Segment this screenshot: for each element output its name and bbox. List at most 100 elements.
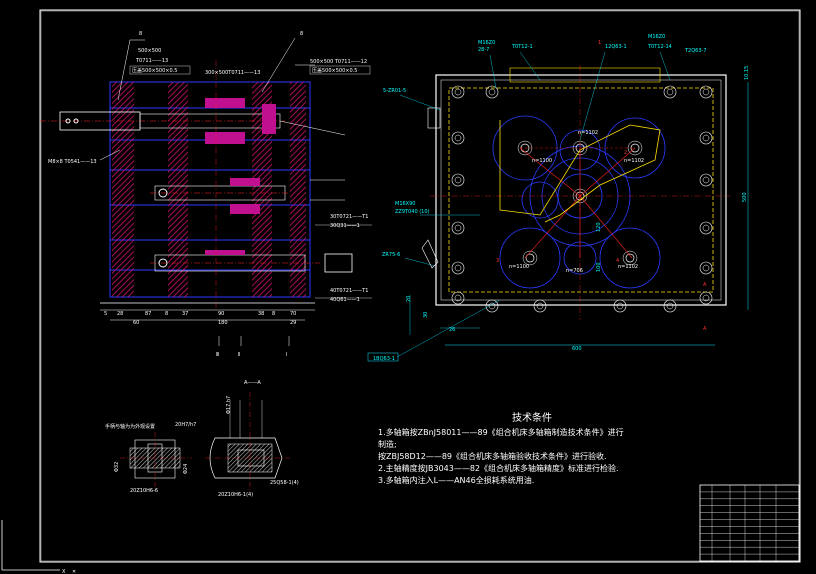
bolt-hole-outer [485,85,499,99]
bolt-holes [451,85,713,313]
spindle-speed-label: n=1102 [618,264,638,270]
gear-top-1 [205,98,245,108]
lever-outline [499,120,661,223]
bolt-hole-outer [451,221,465,235]
gear-low-1 [205,250,245,255]
bolt-hole-outer [699,85,713,99]
section-marker-a-top: A [703,282,707,288]
side-view: 8 500×500 T0711——13 压盖500×500×0.5 8 300×… [40,31,372,358]
dim-c: Φ17 h7 [226,396,232,414]
bolt-hole-inner [536,302,544,310]
spindle-ring [522,250,538,266]
bolt-hole-outer [699,261,713,275]
bolt-hole-outer [451,85,465,99]
spindle-ring [622,250,638,266]
technical-requirements: 技术条件 1.多轴箱按ZBnJ58011——89《组合机床多轴箱制造技术条件》进… [378,411,624,485]
callout-number: 8 [300,31,303,37]
hatched-wall-end [290,82,306,297]
label-tl3: T0T12-1 [511,44,533,50]
side-dim-value: 60 [133,320,139,326]
section-marker-a-bottom: A [703,326,707,332]
side-dim-value: 87 [145,311,151,317]
label-tl1: M16Z0 [478,40,495,46]
dim-30: 30 [423,312,429,318]
bolt-hole-inner [454,176,462,184]
label-right-spec-2: 压盖500×500×0.5 [312,67,357,74]
side-dim-value: 38 [258,311,264,317]
side-dim-value: 180 [218,320,228,326]
bolt-hole-inner [488,302,496,310]
tech-line-1: 1.多轴箱按ZBnJ58011——89《组合机床多轴箱制造技术条件》进行 [378,427,624,437]
label-mid-spec: 300×500T0711——13 [205,70,260,76]
label-lower-spec-3: 40T0721——T1 [330,288,368,294]
side-dim-value: 8 [165,311,168,317]
shaft-top [40,98,285,144]
label-top-spec-2: T0711——13 [135,58,168,64]
side-dim-value: 8 [272,311,275,317]
side-dim-value: 29 [290,320,296,326]
label-lower-spec-2: 30Q31——1 [330,223,360,229]
dim-b: Φ24 [183,464,189,474]
svg-text:X: X [62,569,66,574]
bolt-hole-inner [702,176,710,184]
bolt-hole-outer [613,299,627,313]
dim-20: 20 [406,296,412,302]
hatched-wall-right [252,82,272,297]
bolt-hole-outer [451,261,465,275]
section-mark: Ⅲ [216,352,219,358]
spindle-hole [525,253,535,263]
spindle-speed-label: n=1102 [578,130,598,136]
spindle-hole [625,253,635,263]
fit-1: 20H7/h7 [175,422,196,428]
label-tl2: 28-7 [478,47,489,53]
bolt-hole-outer [699,131,713,145]
label-tr3: T2Q63-7 [684,48,707,54]
hatched-wall-mid [168,82,188,297]
bolt-hole-inner [616,302,624,310]
label-left2: ZR75-6 [382,252,400,258]
shaft-low [150,250,353,273]
fit-4: 25Q58-1(4) [270,480,299,486]
housing-outline [435,74,727,306]
label-left1: 5-ZR01-5 [383,88,406,94]
spindle-circle [521,181,559,219]
bolt-hole-inner [666,88,674,96]
label-mid1: M16X90 [395,201,415,207]
tech-line-5: 3.多轴箱内注入L——AN46全损耗系统用油. [378,475,534,485]
bolt-hole-outer [533,299,547,313]
bolt-hole-inner [666,302,674,310]
label-top-spec-3: 压盖500×500×0.5 [132,67,177,74]
spindle-circle [499,227,561,289]
side-dim-value: 90 [218,311,224,317]
fit-3: 20Z10H6-1(4) [218,492,253,498]
section-view-a-a: A——A 手柄与轴为为外观设置 20H7/h7 20Z10H6-6 Φ32 Φ2… [105,380,299,498]
gear-mesh-lines [519,147,636,259]
bolt-hole-inner [488,88,496,96]
label-tl4: 12Q63-1 [605,44,627,50]
callout-number: 8 [139,31,142,37]
dim-height: 500 [742,192,748,202]
spindle-speed-label: n=1100 [532,158,552,164]
section-header: A——A [244,380,261,386]
bolt-hole-outer [663,85,677,99]
side-knob [427,107,441,129]
side-dim-value: 37 [182,311,188,317]
gear-top-3 [262,104,276,134]
side-dim-value: 28 [117,311,123,317]
part-right [205,392,290,490]
title-block [699,484,800,562]
bolt-hole-outer [699,221,713,235]
spindle-circle [599,227,661,289]
shaft-mid [150,178,290,214]
bolt-hole-outer [451,173,465,187]
bolt-hole-outer [451,291,465,305]
tech-line-3: 按ZBJ58D12——89《组合机床多轴箱验收技术条件》进行验收. [378,451,607,461]
bolt-hole-inner [702,88,710,96]
bolt-hole-inner [454,134,462,142]
label-tr1: M16Z0 [648,34,665,40]
gear-mid-1 [230,178,260,186]
side-dim-value: 70 [290,311,296,317]
label-lower-spec-1: 30T0721——T1 [330,214,368,220]
